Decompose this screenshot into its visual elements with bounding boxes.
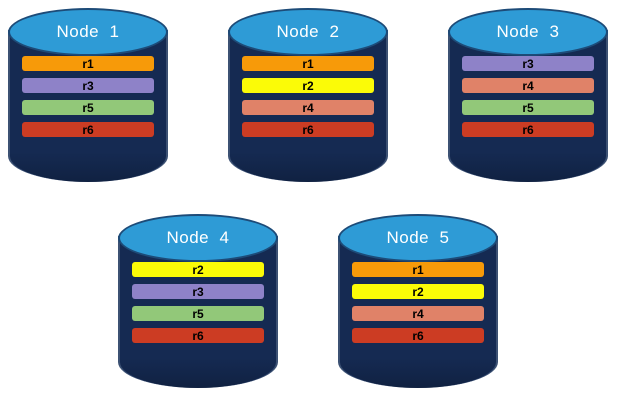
- replica-list: r1 r3 r5 r6: [22, 56, 154, 137]
- replica-bar-r2[interactable]: r2: [242, 78, 374, 93]
- cylinder-bottom-shading: [230, 152, 386, 182]
- node-label: Node 1: [56, 22, 120, 41]
- cylinder-bottom-shading: [120, 358, 276, 388]
- replica-bar-r1[interactable]: r1: [22, 56, 154, 71]
- replica-list: r1 r2 r4 r6: [352, 262, 484, 343]
- replica-bar-r1[interactable]: r1: [352, 262, 484, 277]
- cylinder-bottom-shading: [450, 152, 606, 182]
- replica-bar-r6[interactable]: r6: [462, 122, 594, 137]
- replica-bar-r2[interactable]: r2: [132, 262, 264, 277]
- database-node-5[interactable]: Node 5 r1 r2 r4 r6: [338, 214, 498, 400]
- replica-bar-r3[interactable]: r3: [462, 56, 594, 71]
- replica-bar-r6[interactable]: r6: [352, 328, 484, 343]
- replica-bar-r3[interactable]: r3: [22, 78, 154, 93]
- database-node-3[interactable]: Node 3 r3 r4 r5 r6: [448, 8, 608, 194]
- replica-bar-r3[interactable]: r3: [132, 284, 264, 299]
- replica-list: r2 r3 r5 r6: [132, 262, 264, 343]
- replica-bar-r6[interactable]: r6: [22, 122, 154, 137]
- cylinder-top-ellipse: Node 3: [448, 8, 608, 56]
- cylinder-top-ellipse: Node 4: [118, 214, 278, 262]
- replica-list: r3 r4 r5 r6: [462, 56, 594, 137]
- replica-bar-r5[interactable]: r5: [462, 100, 594, 115]
- database-node-2[interactable]: Node 2 r1 r2 r4 r6: [228, 8, 388, 194]
- replica-bar-r4[interactable]: r4: [462, 78, 594, 93]
- replica-bar-r6[interactable]: r6: [242, 122, 374, 137]
- database-node-1[interactable]: Node 1 r1 r3 r5 r6: [8, 8, 168, 194]
- cylinder-bottom-shading: [10, 152, 166, 182]
- node-label: Node 4: [166, 228, 230, 247]
- database-node-4[interactable]: Node 4 r2 r3 r5 r6: [118, 214, 278, 400]
- node-label: Node 2: [276, 22, 340, 41]
- replica-bar-r1[interactable]: r1: [242, 56, 374, 71]
- node-label: Node 3: [496, 22, 560, 41]
- cylinder-top-ellipse: Node 5: [338, 214, 498, 262]
- replica-bar-r5[interactable]: r5: [132, 306, 264, 321]
- replica-list: r1 r2 r4 r6: [242, 56, 374, 137]
- cylinder-top-ellipse: Node 1: [8, 8, 168, 56]
- cylinder-top-ellipse: Node 2: [228, 8, 388, 56]
- cylinder-bottom-shading: [340, 358, 496, 388]
- node-label: Node 5: [386, 228, 450, 247]
- replica-bar-r2[interactable]: r2: [352, 284, 484, 299]
- replica-bar-r5[interactable]: r5: [22, 100, 154, 115]
- replica-bar-r4[interactable]: r4: [242, 100, 374, 115]
- replica-bar-r6[interactable]: r6: [132, 328, 264, 343]
- replica-bar-r4[interactable]: r4: [352, 306, 484, 321]
